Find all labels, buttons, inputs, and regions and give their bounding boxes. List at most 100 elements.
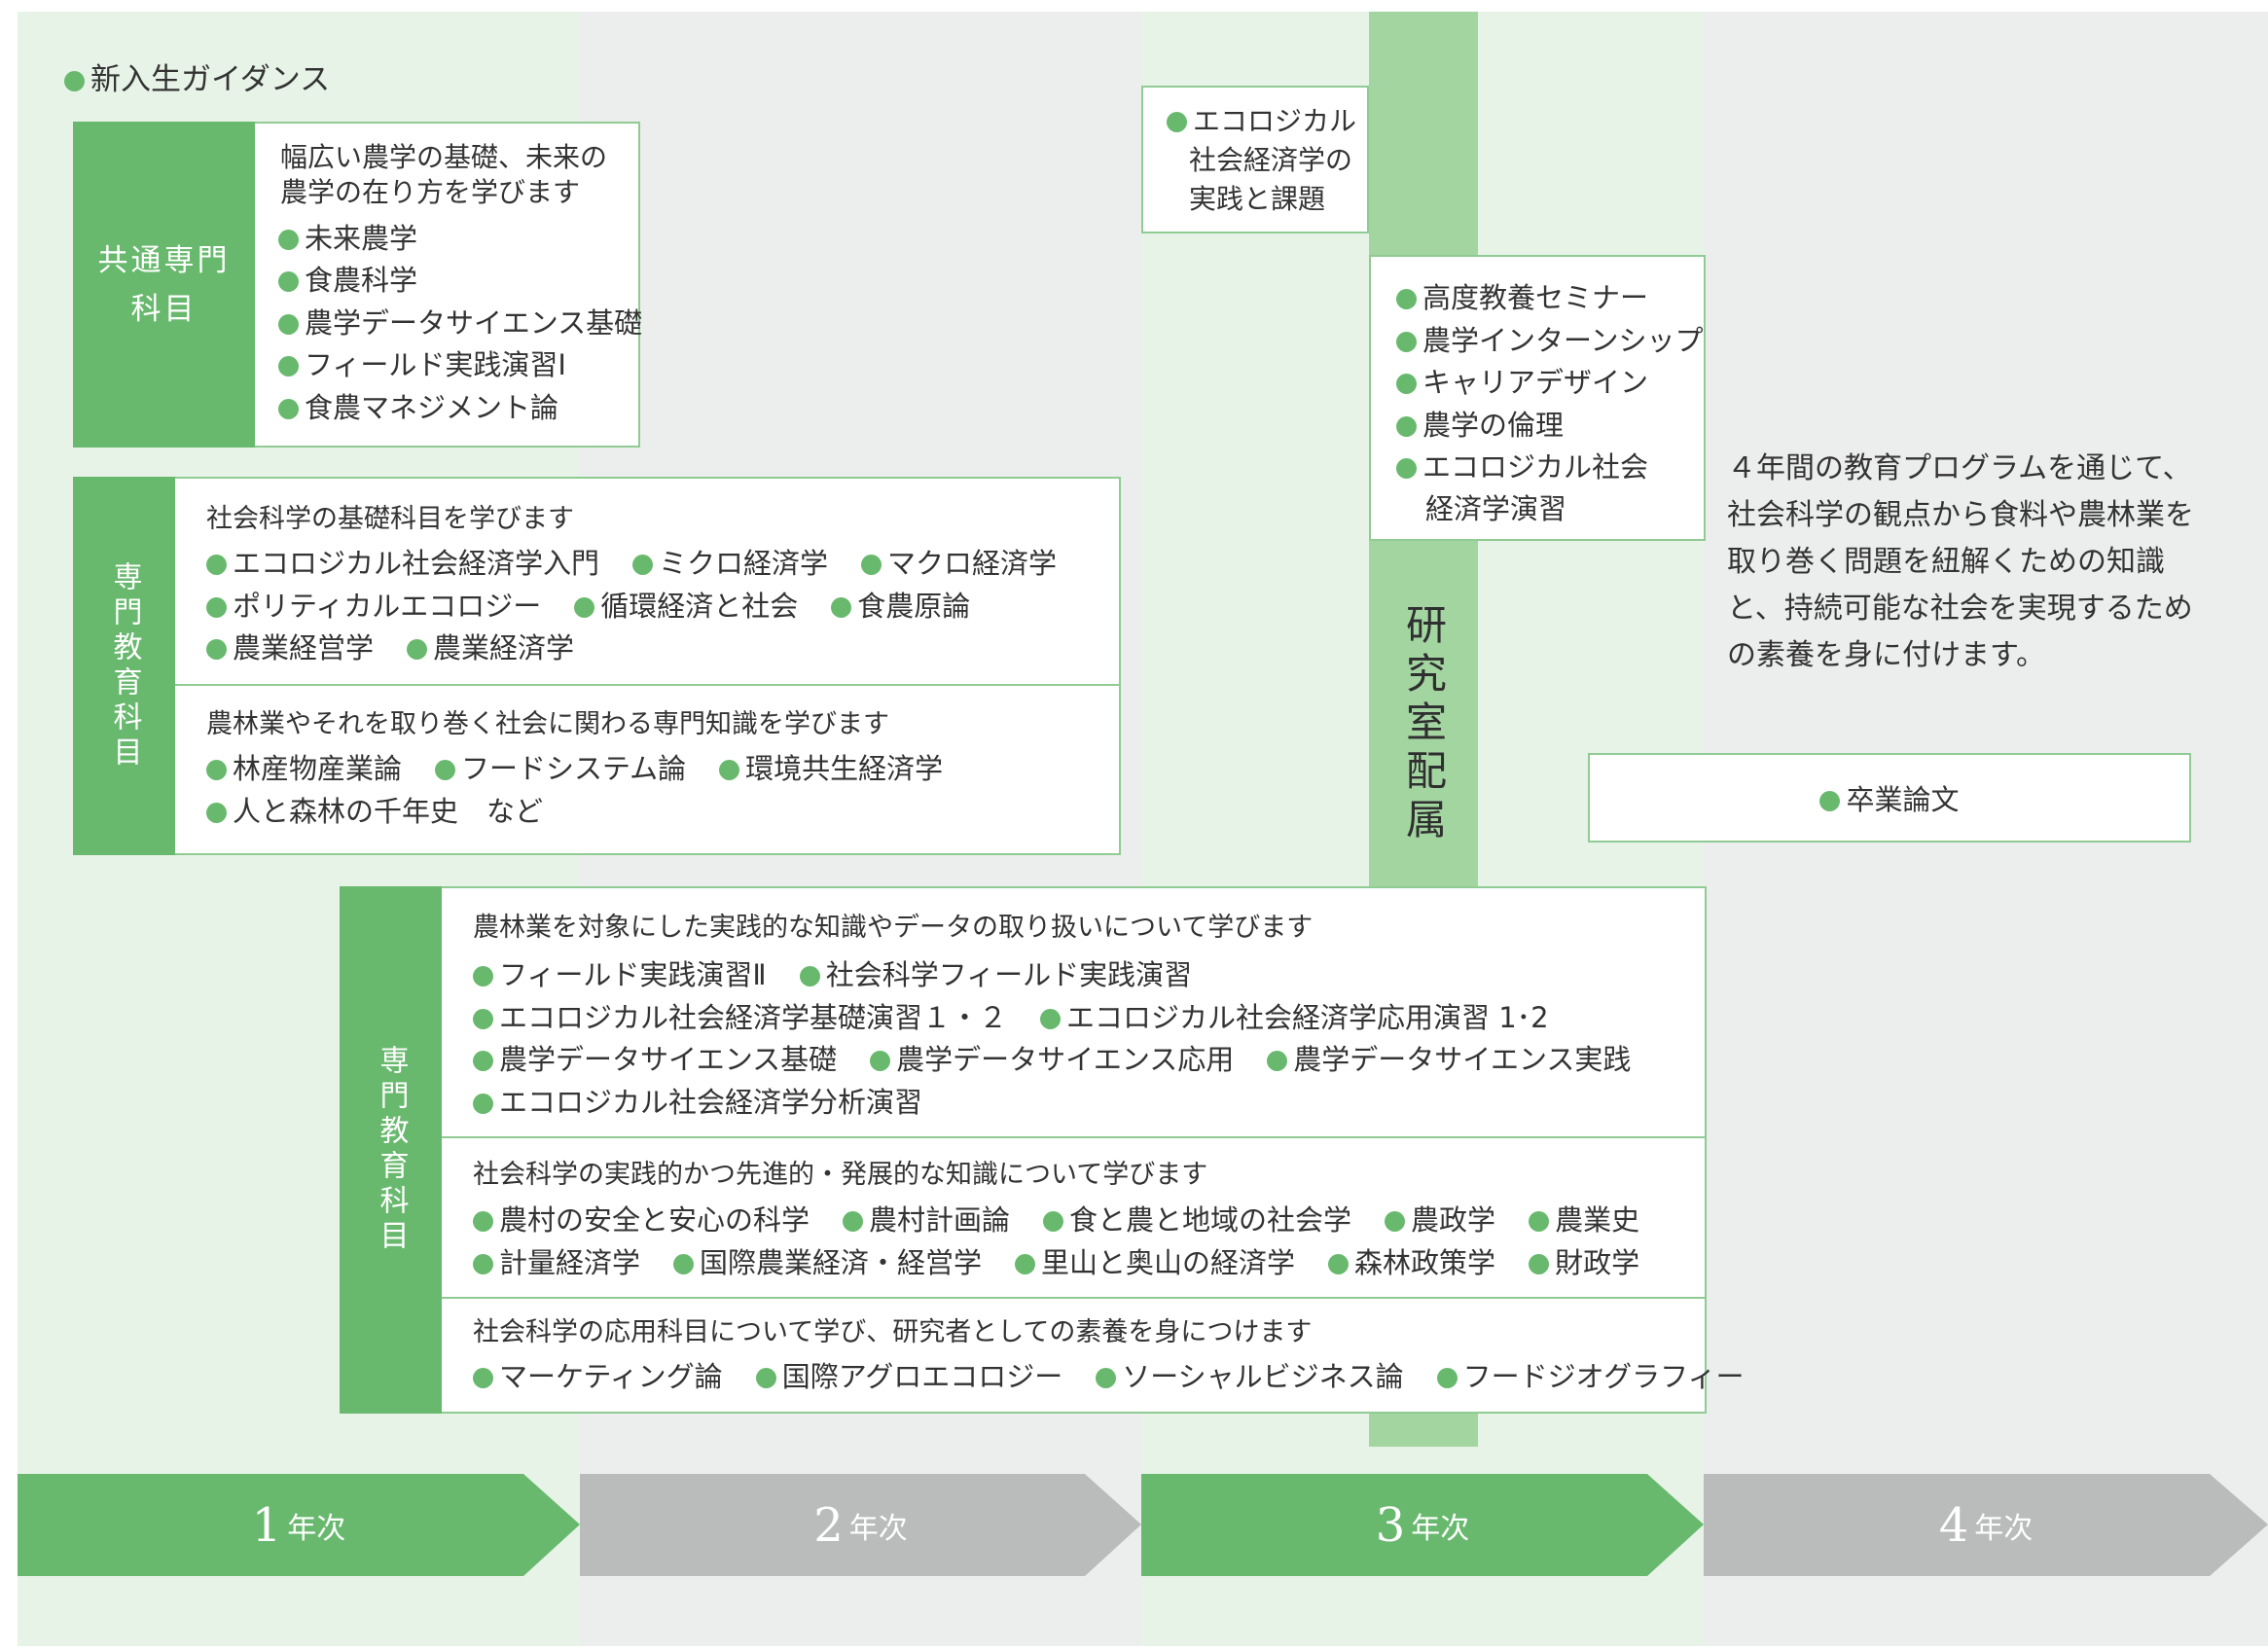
summary-line: ４年間の教育プログラムを通じて、	[1727, 451, 2192, 485]
common-desc-line2: 農学の在り方を学びます	[280, 176, 581, 208]
section-divider	[442, 1297, 1707, 1299]
specialized2-section2-heading: 社会科学の実践的かつ先進的・発展的な知識について学びます	[473, 1160, 1208, 1190]
course-item: 林産物産業論	[206, 747, 402, 790]
course-item: 農業経済学	[407, 627, 574, 669]
common-item: 農学データサイエンス基礎	[278, 302, 642, 344]
lab-item-continued: 経済学演習	[1425, 492, 1567, 525]
course-item: 農業史	[1529, 1199, 1639, 1241]
course-item: 森林政策学	[1328, 1241, 1495, 1284]
new-student-guidance: 新入生ガイダンス	[64, 58, 330, 101]
summary-line: 社会科学の観点から食料や農林業を	[1727, 498, 2194, 532]
specialized-label-text-2: 専門教育科目	[374, 1045, 409, 1255]
year-unit: 年次	[1411, 1511, 1470, 1546]
course-item: マーケティング論	[473, 1355, 723, 1398]
course-item: 財政学	[1529, 1241, 1639, 1284]
specialized-subjects-label-2: 専門教育科目	[340, 886, 442, 1414]
summary-line: と、持続可能な社会を実現するため	[1727, 592, 2193, 626]
eco-practice-text: エコロジカル	[1167, 105, 1356, 137]
specialized1-section2-heading: 農林業やそれを取り巻く社会に関わる専門知識を学びます	[206, 709, 889, 739]
course-item: 農学データサイエンス基礎	[473, 1038, 837, 1081]
course-item: 循環経済と社会	[574, 585, 798, 628]
specialized2-section1-row: 農学データサイエンス基礎農学データサイエンス応用農学データサイエンス実践	[473, 1038, 1664, 1081]
course-item: フィールド実践演習Ⅱ	[473, 953, 767, 996]
summary-line: の素養を身に付けます。	[1727, 638, 2045, 672]
course-item: 農村の安全と安心の科学	[473, 1199, 810, 1241]
eco-practice-line2: 社会経済学の	[1189, 144, 1353, 176]
specialized2-section2-row: 農村の安全と安心の科学農村計画論食と農と地域の社会学農政学農業史	[473, 1199, 1673, 1241]
course-item: 農政学	[1385, 1199, 1495, 1241]
specialized-subjects-label-1: 専門教育科目	[73, 477, 175, 855]
common-item: フィールド実践演習Ⅰ	[278, 343, 566, 386]
specialized-label-text-1: 専門教育科目	[107, 560, 142, 771]
course-item: 人と森林の千年史 など	[206, 790, 543, 833]
course-item: 国際アグロエコロジー	[756, 1355, 1063, 1398]
common-desc-line1: 幅広い農学の基礎、未来の	[280, 141, 608, 173]
course-item: フードシステム論	[435, 747, 686, 790]
section-divider	[175, 684, 1121, 686]
year-number: 1	[251, 1497, 282, 1553]
arrow-shape-icon	[1704, 1474, 2268, 1576]
summary-line: 取り巻く問題を紐解くための知識	[1727, 545, 2165, 579]
course-item: エコロジカル社会経済学入門	[206, 542, 599, 585]
year-unit: 年次	[287, 1511, 346, 1546]
course-item: 農村計画論	[843, 1199, 1010, 1241]
lab-item: 農学の倫理	[1396, 404, 1564, 447]
lab-item: 高度教養セミナー	[1396, 276, 1648, 319]
course-item: エコロジカル社会経済学応用演習 1･2	[1040, 996, 1549, 1039]
specialized1-section1-row: ポリティカルエコロジー循環経済と社会食農原論	[206, 585, 1003, 628]
course-item: マクロ経済学	[861, 542, 1057, 585]
arrow-shape-icon	[580, 1474, 1141, 1576]
arrow-shape-icon	[1141, 1474, 1704, 1576]
common-item: 未来農学	[278, 217, 417, 260]
course-item: フードジオグラフィー	[1437, 1355, 1745, 1398]
course-item: 農学データサイエンス実践	[1267, 1038, 1631, 1081]
lab-item: キャリアデザイン	[1396, 361, 1648, 404]
specialized2-section1-heading: 農林業を対象にした実践的な知識やデータの取り扱いについて学びます	[473, 913, 1314, 943]
lab-assignment-label: 研究室配属	[1399, 603, 1448, 846]
course-item: 国際農業経済・経営学	[673, 1241, 982, 1284]
year-unit: 年次	[848, 1511, 908, 1546]
course-item: 里山と奥山の経済学	[1015, 1241, 1295, 1284]
course-item: 農学データサイエンス応用	[870, 1038, 1234, 1081]
specialized1-section2-row: 人と森林の千年史 など	[206, 790, 576, 833]
course-item: エコロジカル社会経済学基礎演習１・２	[473, 996, 1007, 1039]
year-number: 3	[1375, 1497, 1406, 1553]
thesis-box: 卒業論文	[1588, 753, 2191, 843]
arrow-shape-icon	[18, 1474, 580, 1576]
course-item: 計量経済学	[473, 1241, 640, 1284]
specialized2-section1-row: エコロジカル社会経済学基礎演習１・２ エコロジカル社会経済学応用演習 1･2	[473, 996, 1582, 1039]
common-item: 食農マネジメント論	[278, 386, 558, 429]
course-item: 環境共生経済学	[719, 747, 943, 790]
course-item: 食農原論	[831, 585, 970, 628]
specialized1-section1-row: エコロジカル社会経済学入門ミクロ経済学マクロ経済学	[206, 542, 1090, 585]
year-unit: 年次	[1974, 1511, 2034, 1546]
year-number: 2	[813, 1497, 844, 1553]
lab-item: エコロジカル社会	[1396, 446, 1648, 488]
course-item: 農業経営学	[206, 627, 374, 669]
specialized2-section1-row: エコロジカル社会経済学分析演習	[473, 1081, 955, 1124]
specialized2-section2-row: 計量経済学国際農業経済・経営学里山と奥山の経済学森林政策学財政学	[473, 1241, 1673, 1284]
specialized1-section2-row: 林産物産業論フードシステム論環境共生経済学	[206, 747, 976, 790]
specialized2-section3-row: マーケティング論国際アグロエコロジーソーシャルビジネス論フードジオグラフィー	[473, 1355, 1778, 1398]
eco-practice-line1: エコロジカル	[1167, 102, 1356, 141]
lab-item: 農学インターンシップ	[1396, 319, 1704, 362]
common-item: 食農科学	[278, 259, 417, 302]
year-number: 4	[1938, 1497, 1969, 1553]
specialized1-section1-row: 農業経営学農業経済学	[206, 627, 607, 669]
specialized1-section1-heading: 社会科学の基礎科目を学びます	[206, 504, 574, 534]
thesis-label: 卒業論文	[1819, 777, 1959, 818]
common-label-line1: 共通専門	[97, 242, 231, 278]
specialized2-section3-heading: 社会科学の応用科目について学び、研究者としての素養を身につけます	[473, 1317, 1313, 1347]
course-item: ソーシャルビジネス論	[1096, 1355, 1403, 1398]
course-item: ポリティカルエコロジー	[206, 585, 541, 628]
common-subjects-label: 共通専門 科目	[73, 122, 255, 448]
